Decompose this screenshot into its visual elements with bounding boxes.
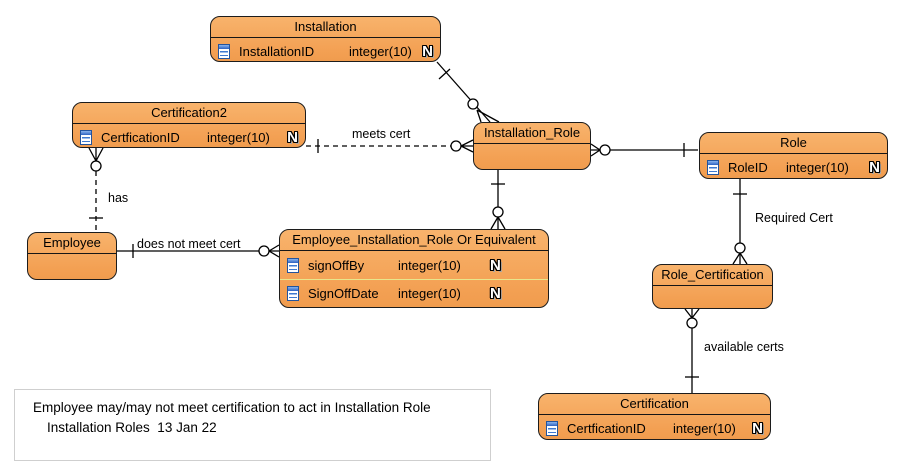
- entity-certification[interactable]: Certification CertficationID integer(10)…: [538, 393, 771, 440]
- field-name: CertficationID: [101, 129, 180, 145]
- entity-body: CertficationID integer(10) N: [73, 124, 305, 150]
- entity-title: Certification: [539, 394, 770, 415]
- field-row[interactable]: SignOffDate integer(10) N: [280, 280, 548, 307]
- field-name: signOffBy: [308, 257, 365, 273]
- relationship-installation-role-to-role[interactable]: [590, 143, 698, 157]
- field-row[interactable]: InstallationID integer(10) N: [211, 38, 440, 64]
- field-type: integer(10): [398, 257, 461, 273]
- column-icon: [546, 420, 558, 436]
- nullable-icon: N: [287, 128, 298, 146]
- crow-foot-marker: [268, 244, 280, 258]
- relationship-meets-cert[interactable]: [306, 139, 474, 153]
- column-icon: [80, 129, 92, 145]
- field-type: integer(10): [673, 420, 736, 436]
- entity-body: InstallationID integer(10) N: [211, 38, 440, 64]
- relationship-label-available-certs[interactable]: available certs: [704, 340, 784, 354]
- crow-foot-marker: [476, 109, 500, 123]
- relationship-label-meets-cert[interactable]: meets cert: [352, 127, 411, 141]
- one-tick-marker: [438, 68, 451, 80]
- entity-employee[interactable]: Employee: [27, 232, 117, 280]
- field-row[interactable]: signOffBy integer(10) N: [280, 252, 548, 280]
- zero-marker: [599, 144, 611, 156]
- entity-title: Installation: [211, 17, 440, 38]
- zero-marker: [686, 317, 698, 329]
- entity-title: Employee_Installation_Role Or Equivalent: [280, 230, 548, 251]
- column-icon: [707, 159, 719, 175]
- entity-title: Certification2: [73, 103, 305, 124]
- entity-body: RoleID integer(10) N: [700, 154, 887, 180]
- entity-role-certification[interactable]: Role_Certification: [652, 264, 773, 309]
- entity-body: [653, 286, 772, 308]
- entity-role[interactable]: Role RoleID integer(10) N: [699, 132, 888, 179]
- crow-foot-marker: [460, 139, 474, 153]
- zero-marker: [258, 245, 270, 257]
- zero-marker: [450, 140, 462, 152]
- relationship-label-does-not-meet-cert[interactable]: does not meet cert: [137, 237, 241, 251]
- entity-body: [474, 144, 590, 169]
- field-name: RoleID: [728, 159, 768, 175]
- field-name: CertficationID: [567, 420, 646, 436]
- relationship-required-cert[interactable]: [732, 179, 748, 265]
- field-type: integer(10): [207, 129, 270, 145]
- crow-foot-marker: [684, 308, 700, 319]
- relationship-installation-to-installation-role[interactable]: [436, 61, 500, 123]
- zero-marker: [90, 160, 102, 172]
- relationship-label-has[interactable]: has: [108, 191, 129, 205]
- crow-foot-marker: [88, 147, 104, 162]
- relationship-available-certs[interactable]: [684, 308, 700, 393]
- entity-body: signOffBy integer(10) N SignOffDate inte…: [280, 251, 548, 307]
- relationship-does-not-meet-cert[interactable]: [117, 244, 280, 258]
- nullable-icon: N: [422, 42, 433, 60]
- field-type: integer(10): [349, 43, 412, 59]
- entity-certification2[interactable]: Certification2 CertficationID integer(10…: [72, 102, 306, 148]
- entity-title: Role_Certification: [653, 265, 772, 286]
- field-type: integer(10): [786, 159, 849, 175]
- relationship-installation-role-to-eir[interactable]: [490, 170, 506, 230]
- field-name: SignOffDate: [308, 285, 379, 301]
- entity-body: [28, 254, 116, 279]
- field-type: integer(10): [398, 285, 461, 301]
- nullable-icon: N: [752, 419, 763, 437]
- entity-title: Employee: [28, 233, 116, 254]
- crow-foot-marker: [490, 216, 506, 230]
- entity-installation-role[interactable]: Installation_Role: [473, 122, 591, 170]
- column-icon: [218, 43, 230, 59]
- zero-marker: [734, 242, 746, 254]
- entity-installation[interactable]: Installation InstallationID integer(10) …: [210, 16, 441, 62]
- note-box[interactable]: Employee may/may not meet certification …: [14, 389, 491, 461]
- crow-foot-marker: [732, 252, 748, 265]
- nullable-icon: N: [490, 284, 501, 302]
- entity-body: CertficationID integer(10) N: [539, 415, 770, 441]
- relationship-has[interactable]: [88, 147, 104, 232]
- field-row[interactable]: CertficationID integer(10) N: [539, 415, 770, 441]
- column-icon: [287, 257, 299, 273]
- field-row[interactable]: CertficationID integer(10) N: [73, 124, 305, 150]
- field-row[interactable]: RoleID integer(10) N: [700, 154, 887, 180]
- relationship-label-required-cert[interactable]: Required Cert: [755, 211, 833, 225]
- nullable-icon: N: [490, 256, 501, 274]
- nullable-icon: N: [869, 158, 880, 176]
- entity-title: Role: [700, 133, 887, 154]
- note-line-1: Employee may/may not meet certification …: [33, 400, 431, 415]
- crow-foot-marker: [590, 143, 601, 157]
- note-line-2: Installation Roles 13 Jan 22: [47, 420, 217, 435]
- zero-marker: [467, 98, 479, 110]
- column-icon: [287, 285, 299, 301]
- zero-marker: [492, 206, 504, 218]
- field-name: InstallationID: [239, 43, 315, 59]
- entity-employee-installation-role[interactable]: Employee_Installation_Role Or Equivalent…: [279, 229, 549, 308]
- entity-title: Installation_Role: [474, 123, 590, 144]
